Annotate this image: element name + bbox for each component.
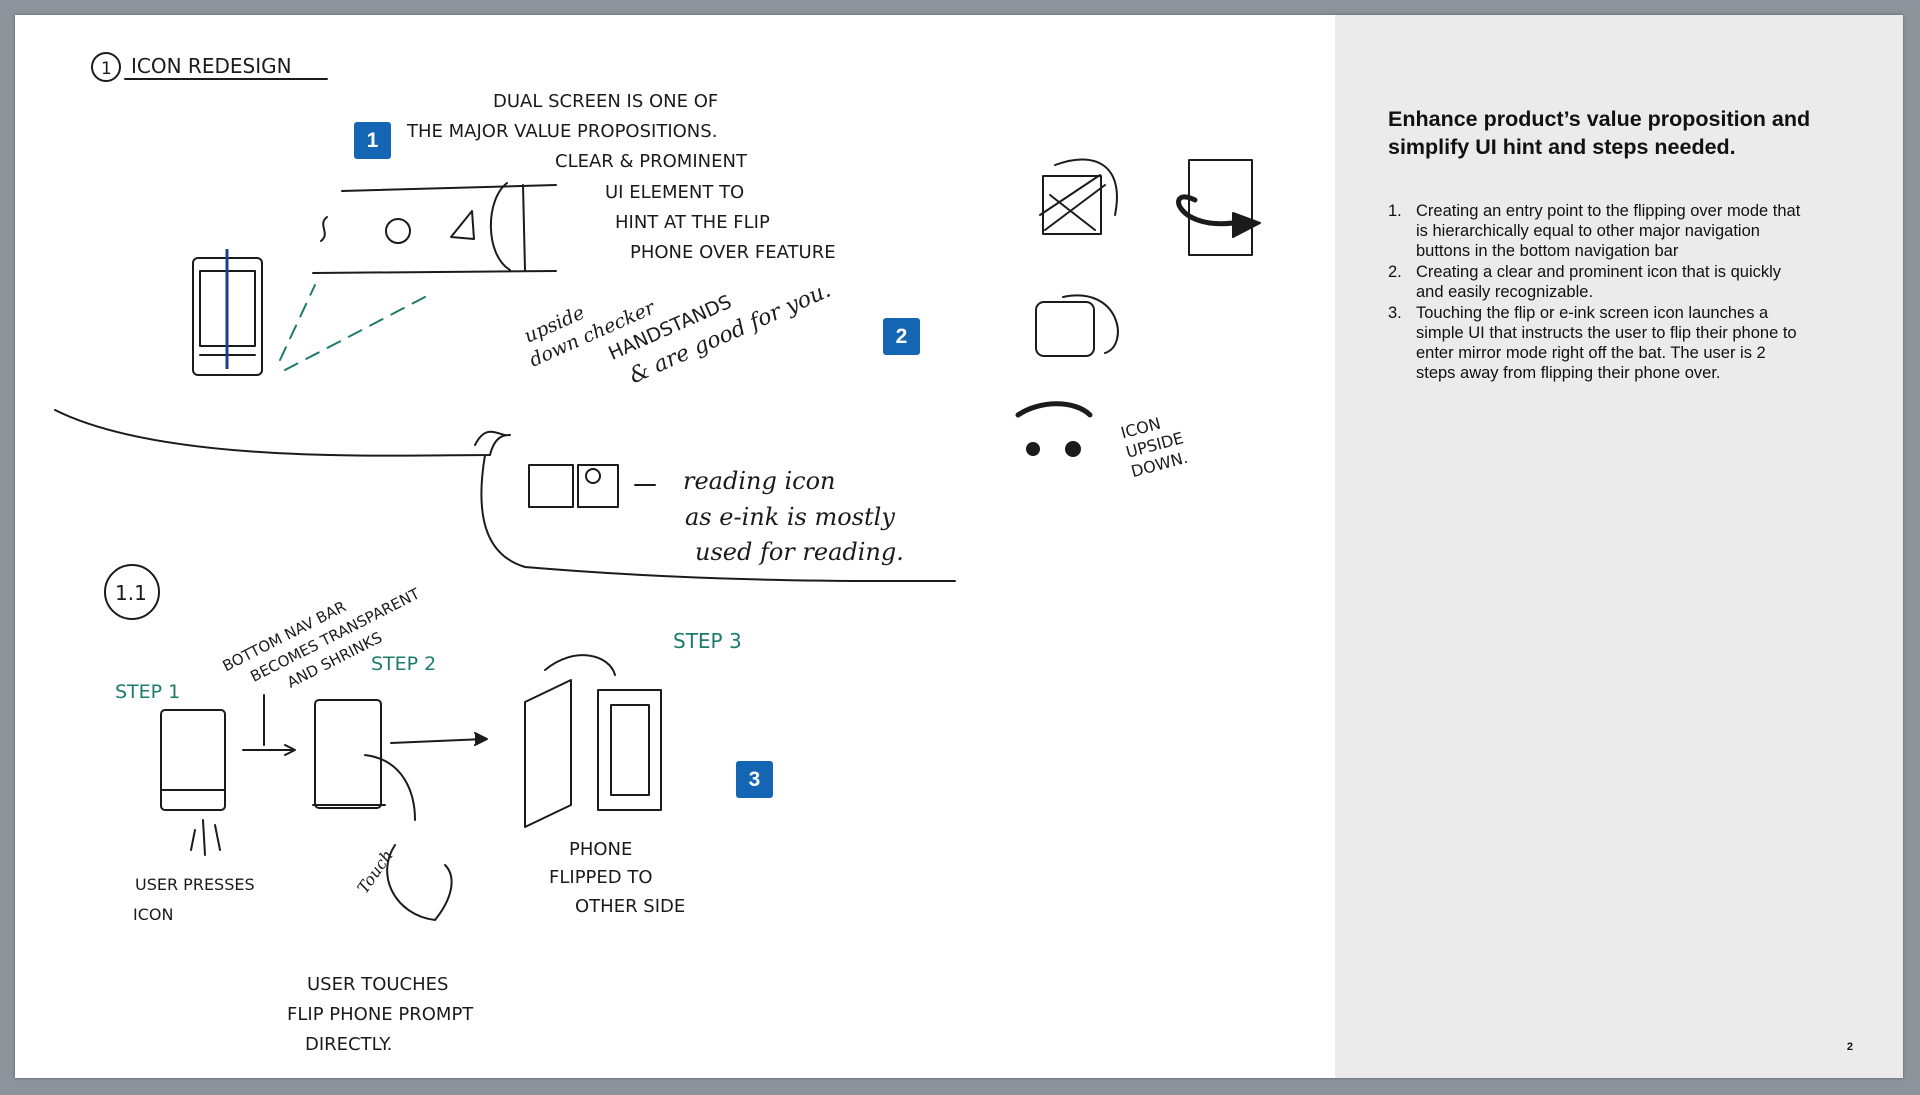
note-dual-screen: DUAL SCREEN IS ONE OF THE MAJOR VALUE PR… (406, 91, 836, 263)
svg-text:as e-ink is mostly: as e-ink is mostly (685, 503, 895, 531)
section-title: ICON REDESIGN (131, 54, 292, 78)
svg-text:THE MAJOR VALUE PROPOSITIONS.: THE MAJOR VALUE PROPOSITIONS. (406, 121, 717, 142)
svg-text:HINT AT THE FLIP: HINT AT THE FLIP (615, 212, 770, 233)
list-item: 3. Touching the flip or e-ink screen icon… (1388, 303, 1808, 383)
list-item-text: Touching the flip or e-ink screen icon l… (1416, 304, 1797, 382)
svg-text:FLIPPED TO: FLIPPED TO (549, 867, 653, 888)
note-bottom-nav: BOTTOM NAV BAR BECOMES TRANSPARENT AND S… (220, 584, 424, 691)
step-1-label: STEP 1 (115, 681, 180, 703)
list-item-number: 2. (1388, 263, 1402, 281)
note-icon-upside-down: ICON UPSIDE DOWN. (1119, 414, 1190, 481)
svg-text:USER PRESSES: USER PRESSES (135, 875, 255, 894)
step-2-label: STEP 2 (371, 653, 436, 675)
svg-text:DUAL SCREEN IS ONE OF: DUAL SCREEN IS ONE OF (493, 91, 718, 112)
svg-text:DIRECTLY.: DIRECTLY. (305, 1034, 392, 1055)
svg-text:OTHER SIDE: OTHER SIDE (575, 896, 685, 917)
note-reading-icon: reading icon as e-ink is mostly used for… (683, 467, 904, 566)
panel-heading: Enhance product’s value proposition and … (1388, 107, 1811, 159)
badge-2: 2 (883, 318, 920, 355)
note-upside-down: upside down checker HANDSTANDS & are goo… (521, 278, 835, 389)
hand-drawn-sketch: ICON REDESIGN 1 DUAL SCREEN IS ONE OF TH… (54, 52, 1261, 1055)
svg-text:used for reading.: used for reading. (695, 538, 904, 566)
page-number: 2 (1846, 1041, 1853, 1053)
list-item: 1. Creating an entry point to the flippin… (1388, 201, 1808, 261)
steps-list: 1. Creating an entry point to the flippin… (1388, 201, 1808, 384)
list-item-number: 1. (1388, 202, 1402, 220)
svg-text:USER TOUCHES: USER TOUCHES (307, 974, 448, 995)
svg-text:reading icon: reading icon (683, 467, 836, 495)
svg-text:PHONE: PHONE (569, 839, 632, 860)
list-item-text: Creating a clear and prominent icon that… (1416, 263, 1782, 301)
svg-text:CLEAR & PROMINENT: CLEAR & PROMINENT (555, 151, 748, 172)
svg-text:FLIP PHONE PROMPT: FLIP PHONE PROMPT (287, 1004, 474, 1025)
badge-1: 1 (354, 122, 391, 159)
step-3-label: STEP 3 (673, 629, 742, 653)
badge-3: 3 (736, 761, 773, 798)
section-number: 1 (101, 59, 112, 79)
svg-text:PHONE OVER FEATURE: PHONE OVER FEATURE (630, 242, 836, 263)
caption-step-3: PHONE FLIPPED TO OTHER SIDE (549, 839, 685, 917)
sketch-area: ICON REDESIGN 1 DUAL SCREEN IS ONE OF TH… (15, 15, 1335, 1078)
list-item-text: Creating an entry point to the flipping … (1416, 202, 1801, 260)
caption-step-2: USER TOUCHES FLIP PHONE PROMPT DIRECTLY. (287, 974, 474, 1055)
subsection-number: 1.1 (115, 581, 147, 605)
description-panel: Enhance product’s value proposition and … (1335, 15, 1903, 1078)
list-item: 2. Creating a clear and prominent icon th… (1388, 262, 1808, 302)
svg-text:UI ELEMENT TO: UI ELEMENT TO (605, 182, 744, 203)
list-item-number: 3. (1388, 304, 1402, 322)
slide: ICON REDESIGN 1 DUAL SCREEN IS ONE OF TH… (15, 15, 1903, 1078)
svg-text:ICON: ICON (133, 905, 173, 924)
caption-step-1: USER PRESSES ICON (133, 875, 255, 924)
